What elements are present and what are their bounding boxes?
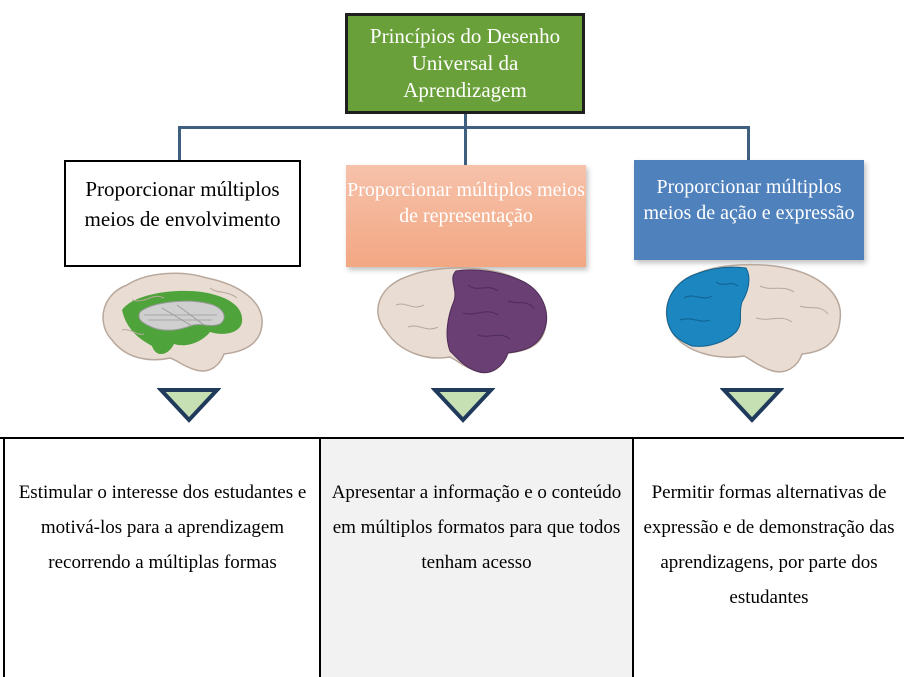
principle-box-representation: Proporcionar múltiplos meios de represen… xyxy=(346,165,586,267)
description-text-representation: Apresentar a informação e o conteúdo em … xyxy=(331,482,622,573)
principle-box-engagement: Proporcionar múltiplos meios de envolvim… xyxy=(64,160,301,267)
down-arrow-icon xyxy=(720,388,784,423)
principle-box-action-expression: Proporcionar múltiplos meios de ação e e… xyxy=(634,160,864,260)
principle-label-engagement: Proporcionar múltiplos meios de envolvim… xyxy=(84,177,281,231)
connector-drop-right xyxy=(747,126,750,160)
brain-action-expression-icon xyxy=(665,263,842,373)
brain-representation-icon xyxy=(377,267,548,374)
principle-label-action-expression: Proporcionar múltiplos meios de ação e e… xyxy=(643,176,855,224)
table-left-border xyxy=(3,437,5,677)
down-arrow-icon xyxy=(431,388,495,423)
connector-drop-left xyxy=(178,126,181,160)
description-table: Estimular o interesse dos estudantes e m… xyxy=(0,437,904,677)
brain-engagement-icon xyxy=(102,272,263,372)
connector-vertical-main xyxy=(464,114,467,128)
principle-label-representation: Proporcionar múltiplos meios de represen… xyxy=(347,179,585,227)
table-top-border xyxy=(0,437,904,439)
description-cell-action-expression: Permitir formas alternativas de expressã… xyxy=(634,437,904,677)
title-text: Princípios do Desenho Universal da Apren… xyxy=(369,24,561,102)
connector-drop-middle xyxy=(464,126,467,165)
description-cell-representation: Apresentar a informação e o conteúdo em … xyxy=(321,437,634,677)
description-text-action-expression: Permitir formas alternativas de expressã… xyxy=(643,482,895,608)
description-cell-engagement: Estimular o interesse dos estudantes e m… xyxy=(0,437,321,677)
description-text-engagement: Estimular o interesse dos estudantes e m… xyxy=(18,482,307,573)
down-arrow-icon xyxy=(157,388,221,423)
title-box: Princípios do Desenho Universal da Apren… xyxy=(345,13,585,114)
